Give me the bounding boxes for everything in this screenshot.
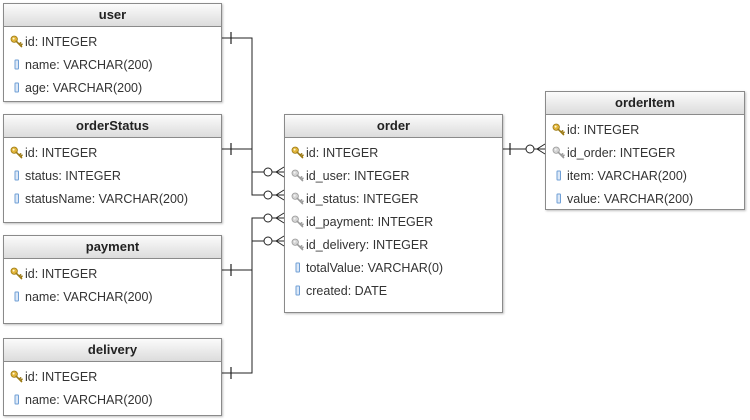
- column-label: id: INTEGER: [25, 145, 98, 160]
- column-icon: [552, 192, 565, 205]
- foreign-key-icon: [552, 146, 565, 159]
- column-icon: [10, 169, 23, 182]
- column-row[interactable]: id_delivery: INTEGER: [285, 233, 502, 256]
- column-icon: [10, 58, 23, 71]
- table-header[interactable]: user: [4, 4, 221, 27]
- column-row[interactable]: status: INTEGER: [4, 164, 221, 187]
- column-label: id_payment: INTEGER: [306, 214, 434, 229]
- column-row[interactable]: name: VARCHAR(200): [4, 285, 221, 308]
- foreign-key-icon: [291, 238, 304, 251]
- foreign-key-icon: [291, 169, 304, 182]
- column-label: id: INTEGER: [25, 34, 98, 49]
- column-row[interactable]: id_status: INTEGER: [285, 187, 502, 210]
- column-row[interactable]: id_payment: INTEGER: [285, 210, 502, 233]
- zero-marker: [525, 144, 535, 154]
- column-label: id_status: INTEGER: [306, 191, 419, 206]
- many-marker: [275, 235, 285, 247]
- column-label: name: VARCHAR(200): [25, 392, 153, 407]
- table-header[interactable]: order: [285, 115, 502, 138]
- relationship-payment-order: [222, 217, 284, 271]
- column-label: status: INTEGER: [25, 168, 121, 183]
- column-list: id: INTEGER name: VARCHAR(200): [4, 259, 221, 308]
- column-row[interactable]: age: VARCHAR(200): [4, 76, 221, 99]
- column-row[interactable]: statusName: VARCHAR(200): [4, 187, 221, 210]
- primary-key-icon: [10, 146, 23, 159]
- many-marker: [536, 143, 546, 155]
- column-label: statusName: VARCHAR(200): [25, 191, 189, 206]
- column-row[interactable]: created: DATE: [285, 279, 502, 302]
- many-marker: [275, 212, 285, 224]
- column-list: id: INTEGER name: VARCHAR(200) age: VARCHA…: [4, 27, 221, 99]
- relationship-delivery-order: [222, 240, 284, 374]
- table-header[interactable]: orderStatus: [4, 115, 221, 138]
- foreign-key-icon: [291, 215, 304, 228]
- many-marker: [275, 166, 285, 178]
- primary-key-icon: [10, 35, 23, 48]
- column-icon: [552, 169, 565, 182]
- column-row[interactable]: id: INTEGER: [4, 30, 221, 53]
- table-header[interactable]: orderItem: [546, 92, 744, 115]
- table-orderStatus[interactable]: orderStatus id: INTEGER status: INTEGER st…: [3, 114, 222, 223]
- column-row[interactable]: id: INTEGER: [546, 118, 744, 141]
- table-orderItem[interactable]: orderItem id: INTEGER id_order: INTEGER it…: [545, 91, 745, 210]
- zero-marker: [263, 190, 273, 200]
- primary-key-icon: [10, 267, 23, 280]
- column-icon: [291, 261, 304, 274]
- column-list: id: INTEGER name: VARCHAR(200): [4, 362, 221, 411]
- table-delivery[interactable]: delivery id: INTEGER name: VARCHAR(200): [3, 338, 222, 416]
- column-row[interactable]: id_user: INTEGER: [285, 164, 502, 187]
- column-label: value: VARCHAR(200): [567, 191, 694, 206]
- column-label: id_user: INTEGER: [306, 168, 410, 183]
- column-icon: [291, 284, 304, 297]
- column-row[interactable]: name: VARCHAR(200): [4, 53, 221, 76]
- column-row[interactable]: name: VARCHAR(200): [4, 388, 221, 411]
- zero-marker: [263, 213, 273, 223]
- column-row[interactable]: totalValue: VARCHAR(0): [285, 256, 502, 279]
- column-label: id_delivery: INTEGER: [306, 237, 429, 252]
- column-row[interactable]: id: INTEGER: [285, 141, 502, 164]
- primary-key-icon: [552, 123, 565, 136]
- column-list: id: INTEGER id_order: INTEGER item: VARCHA…: [546, 115, 744, 210]
- column-icon: [10, 192, 23, 205]
- primary-key-icon: [291, 146, 304, 159]
- column-row[interactable]: item: VARCHAR(200): [546, 164, 744, 187]
- column-label: age: VARCHAR(200): [25, 80, 143, 95]
- column-row[interactable]: id: INTEGER: [4, 262, 221, 285]
- column-label: id_order: INTEGER: [567, 145, 676, 160]
- column-label: id: INTEGER: [306, 145, 379, 160]
- table-header[interactable]: delivery: [4, 339, 221, 362]
- zero-marker: [263, 236, 273, 246]
- column-icon: [10, 393, 23, 406]
- column-label: item: VARCHAR(200): [567, 168, 687, 183]
- table-order[interactable]: order id: INTEGER id_user: INTEGER id_stat…: [284, 114, 503, 313]
- column-label: totalValue: VARCHAR(0): [306, 260, 444, 275]
- column-row[interactable]: value: VARCHAR(200): [546, 187, 744, 210]
- table-user[interactable]: user id: INTEGER name: VARCHAR(200) age: V…: [3, 3, 222, 102]
- column-row[interactable]: id_order: INTEGER: [546, 141, 744, 164]
- column-label: id: INTEGER: [25, 369, 98, 384]
- column-label: created: DATE: [306, 283, 388, 298]
- column-icon: [10, 290, 23, 303]
- zero-marker: [263, 167, 273, 177]
- column-list: id: INTEGER id_user: INTEGER id_status: IN…: [285, 138, 502, 302]
- primary-key-icon: [10, 370, 23, 383]
- table-header[interactable]: payment: [4, 236, 221, 259]
- column-list: id: INTEGER status: INTEGER statusName: VA…: [4, 138, 221, 210]
- column-label: name: VARCHAR(200): [25, 57, 153, 72]
- table-payment[interactable]: payment id: INTEGER name: VARCHAR(200): [3, 235, 222, 324]
- column-row[interactable]: id: INTEGER: [4, 141, 221, 164]
- column-label: name: VARCHAR(200): [25, 289, 153, 304]
- column-icon: [10, 81, 23, 94]
- many-marker: [275, 189, 285, 201]
- column-label: id: INTEGER: [567, 122, 640, 137]
- column-label: id: INTEGER: [25, 266, 98, 281]
- column-row[interactable]: id: INTEGER: [4, 365, 221, 388]
- foreign-key-icon: [291, 192, 304, 205]
